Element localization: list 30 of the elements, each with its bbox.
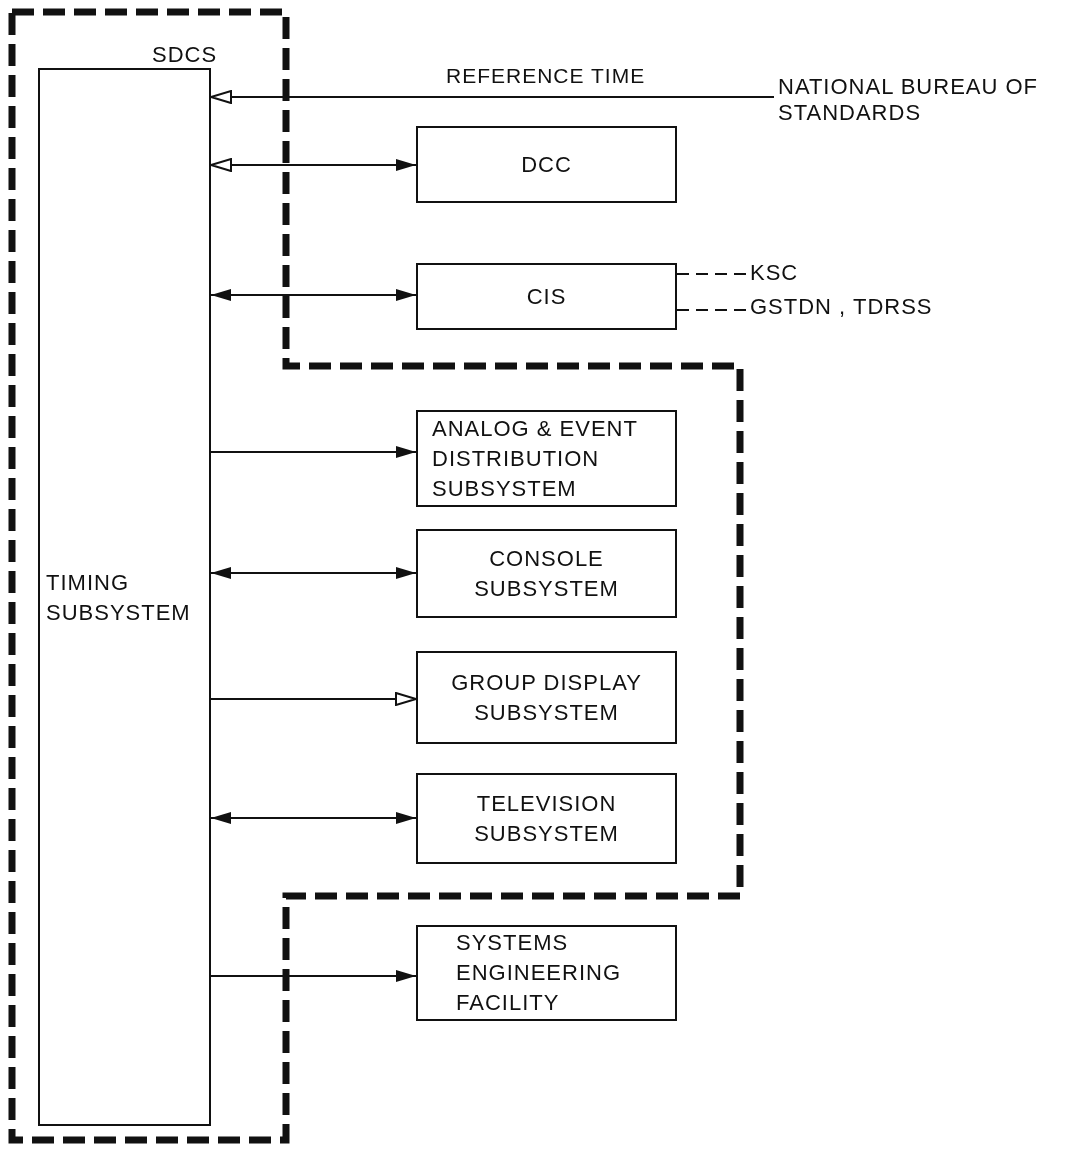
arrow — [210, 970, 417, 982]
subsystem-box — [416, 126, 677, 203]
box-label: DCC — [520, 150, 573, 179]
box-label: ANALOG & EVENT DISTRIBUTION SUBSYSTEM — [432, 414, 639, 503]
subsystem-box — [38, 68, 211, 1126]
subsystem-box — [416, 773, 677, 864]
region-title: SDCS — [152, 41, 218, 69]
arrow — [210, 90, 775, 104]
subsystem-box — [416, 925, 677, 1021]
external-label: NATIONAL BUREAU OF STANDARDS — [778, 74, 1040, 126]
subsystem-box — [416, 651, 677, 744]
subsystem-box — [416, 529, 677, 618]
arrow — [210, 446, 417, 458]
external-label: KSC — [750, 260, 800, 286]
connector-line — [676, 309, 749, 311]
box-label: TELEVISION SUBSYSTEM — [473, 789, 620, 848]
arrow — [210, 812, 417, 824]
arrow — [210, 158, 417, 172]
box-label: GROUP DISPLAY SUBSYSTEM — [450, 668, 643, 727]
external-label: GSTDN , TDRSS — [750, 294, 934, 320]
arrow — [210, 692, 417, 706]
arrow — [210, 289, 417, 301]
box-label: TIMING SUBSYSTEM — [46, 569, 192, 627]
subsystem-box — [416, 263, 677, 330]
subsystem-box — [416, 410, 677, 507]
arrow — [210, 567, 417, 579]
box-label: SYSTEMS ENGINEERING FACILITY — [456, 929, 623, 1017]
connector-line — [676, 273, 749, 275]
box-label: CONSOLE SUBSYSTEM — [473, 544, 620, 603]
box-label: CIS — [525, 282, 568, 311]
